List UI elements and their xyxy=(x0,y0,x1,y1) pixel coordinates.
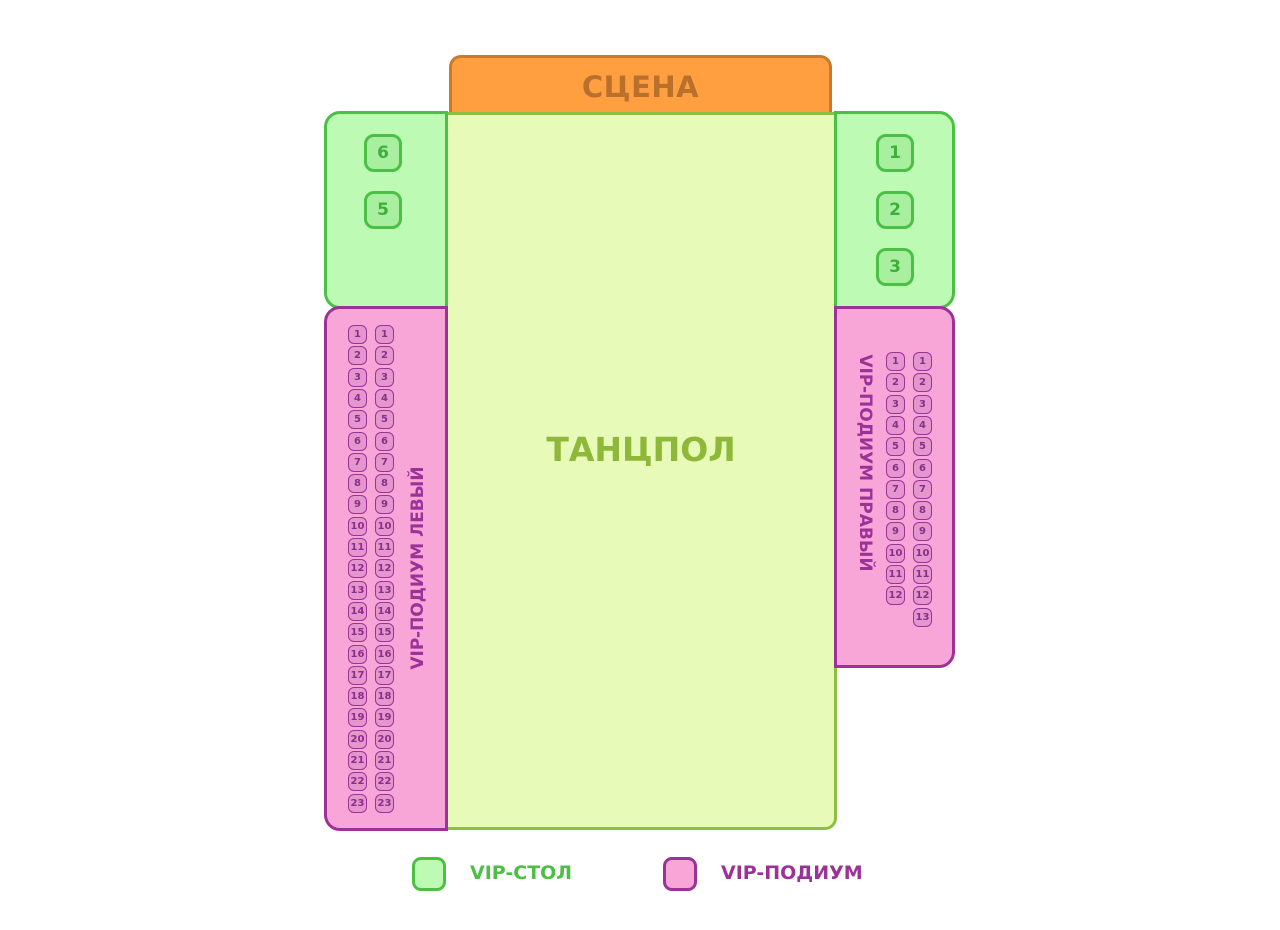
podium-seat[interactable]: 15 xyxy=(348,623,367,643)
podium-seat[interactable]: 2 xyxy=(913,373,932,393)
podium-seat[interactable]: 7 xyxy=(886,479,905,499)
podium-seat[interactable]: 14 xyxy=(375,601,394,621)
podium-seat[interactable]: 12 xyxy=(913,586,932,606)
podium-seat[interactable]: 12 xyxy=(886,586,905,606)
podium-seat[interactable]: 11 xyxy=(375,538,394,557)
podium-seat[interactable]: 6 xyxy=(375,431,394,451)
podium-seat[interactable]: 3 xyxy=(375,367,394,387)
podium-seat[interactable]: 11 xyxy=(886,565,905,584)
podium-seat[interactable]: 2 xyxy=(348,346,367,366)
dance-floor-label: ТАНЦПОЛ xyxy=(546,430,736,469)
podium-seat[interactable]: 1 xyxy=(375,325,394,344)
podium-seat[interactable]: 2 xyxy=(886,373,905,393)
podium-seat[interactable]: 1 xyxy=(913,352,932,371)
legend-table-label: VIP-СТОЛ xyxy=(470,862,573,884)
podium-seat[interactable]: 8 xyxy=(375,474,394,494)
podium-seat[interactable]: 21 xyxy=(375,751,394,770)
podium-seat[interactable]: 8 xyxy=(913,501,932,521)
podium-seat[interactable]: 1 xyxy=(886,352,905,371)
podium-seat[interactable]: 7 xyxy=(913,479,932,499)
podium-seat[interactable]: 19 xyxy=(375,708,394,728)
podium-seat[interactable]: 5 xyxy=(913,437,932,457)
podium-seat[interactable]: 16 xyxy=(348,644,367,664)
podium-seat[interactable]: 13 xyxy=(375,580,394,600)
podium-seat[interactable]: 14 xyxy=(348,601,367,621)
podium-seat[interactable]: 9 xyxy=(375,495,394,515)
podium-seat[interactable]: 1 xyxy=(348,325,367,344)
stage-label: СЦЕНА xyxy=(581,69,700,104)
stage: СЦЕНА xyxy=(449,55,832,115)
podium-seat[interactable]: 3 xyxy=(886,394,905,414)
podium-seat[interactable]: 8 xyxy=(348,474,367,494)
podium-seat[interactable]: 16 xyxy=(375,644,394,664)
podium-seat[interactable]: 9 xyxy=(348,495,367,515)
podium-seat[interactable]: 6 xyxy=(913,458,932,478)
podium-seat[interactable]: 9 xyxy=(913,522,932,542)
podium-seat[interactable]: 20 xyxy=(348,729,367,749)
podium-seat[interactable]: 10 xyxy=(348,516,367,536)
podium-seat[interactable]: 13 xyxy=(913,607,932,627)
podium-seat[interactable]: 2 xyxy=(375,346,394,366)
podium-seat[interactable]: 18 xyxy=(375,687,394,707)
vip-table[interactable]: 5 xyxy=(364,191,402,229)
podium-seat[interactable]: 7 xyxy=(348,452,367,472)
podium-seat[interactable]: 8 xyxy=(886,501,905,521)
podium-seat[interactable]: 23 xyxy=(375,793,394,813)
podium-seat[interactable]: 4 xyxy=(886,415,905,435)
podium-seat[interactable]: 12 xyxy=(375,559,394,579)
dance-floor[interactable] xyxy=(445,112,837,830)
podium-seat[interactable]: 6 xyxy=(348,431,367,451)
podium-seat[interactable]: 10 xyxy=(375,516,394,536)
podium-seat[interactable]: 10 xyxy=(886,543,905,563)
podium-right-label: VIP-ПОДИУМ ПРАВЫЙ xyxy=(855,354,875,572)
legend-podium-label: VIP-ПОДИУМ xyxy=(721,862,863,884)
podium-seat[interactable]: 4 xyxy=(913,415,932,435)
podium-seat[interactable]: 5 xyxy=(886,437,905,457)
podium-seat[interactable]: 23 xyxy=(348,793,367,813)
podium-seat[interactable]: 17 xyxy=(375,665,394,685)
podium-seat[interactable]: 21 xyxy=(348,751,367,770)
podium-seat[interactable]: 15 xyxy=(375,623,394,643)
podium-seat[interactable]: 19 xyxy=(348,708,367,728)
podium-seat[interactable]: 3 xyxy=(913,394,932,414)
podium-seat[interactable]: 17 xyxy=(348,665,367,685)
podium-seat[interactable]: 20 xyxy=(375,729,394,749)
podium-seat[interactable]: 4 xyxy=(348,388,367,408)
podium-seat[interactable]: 3 xyxy=(348,367,367,387)
podium-seat[interactable]: 13 xyxy=(348,580,367,600)
legend-table-swatch xyxy=(412,857,446,891)
podium-seat[interactable]: 22 xyxy=(348,772,367,792)
vip-table[interactable]: 2 xyxy=(876,191,914,229)
podium-seat[interactable]: 18 xyxy=(348,687,367,707)
podium-seat[interactable]: 5 xyxy=(348,410,367,430)
podium-seat[interactable]: 12 xyxy=(348,559,367,579)
podium-seat[interactable]: 4 xyxy=(375,388,394,408)
podium-seat[interactable]: 22 xyxy=(375,772,394,792)
podium-seat[interactable]: 11 xyxy=(348,538,367,557)
podium-seat[interactable]: 5 xyxy=(375,410,394,430)
vip-table[interactable]: 6 xyxy=(364,134,402,172)
podium-seat[interactable]: 9 xyxy=(886,522,905,542)
legend-podium-swatch xyxy=(663,857,697,891)
podium-left-label: VIP-ПОДИУМ ЛЕВЫЙ xyxy=(408,466,428,670)
podium-seat[interactable]: 10 xyxy=(913,543,932,563)
vip-table[interactable]: 3 xyxy=(876,248,914,286)
podium-seat[interactable]: 7 xyxy=(375,452,394,472)
podium-seat[interactable]: 11 xyxy=(913,565,932,584)
vip-table[interactable]: 1 xyxy=(876,134,914,172)
podium-seat[interactable]: 6 xyxy=(886,458,905,478)
